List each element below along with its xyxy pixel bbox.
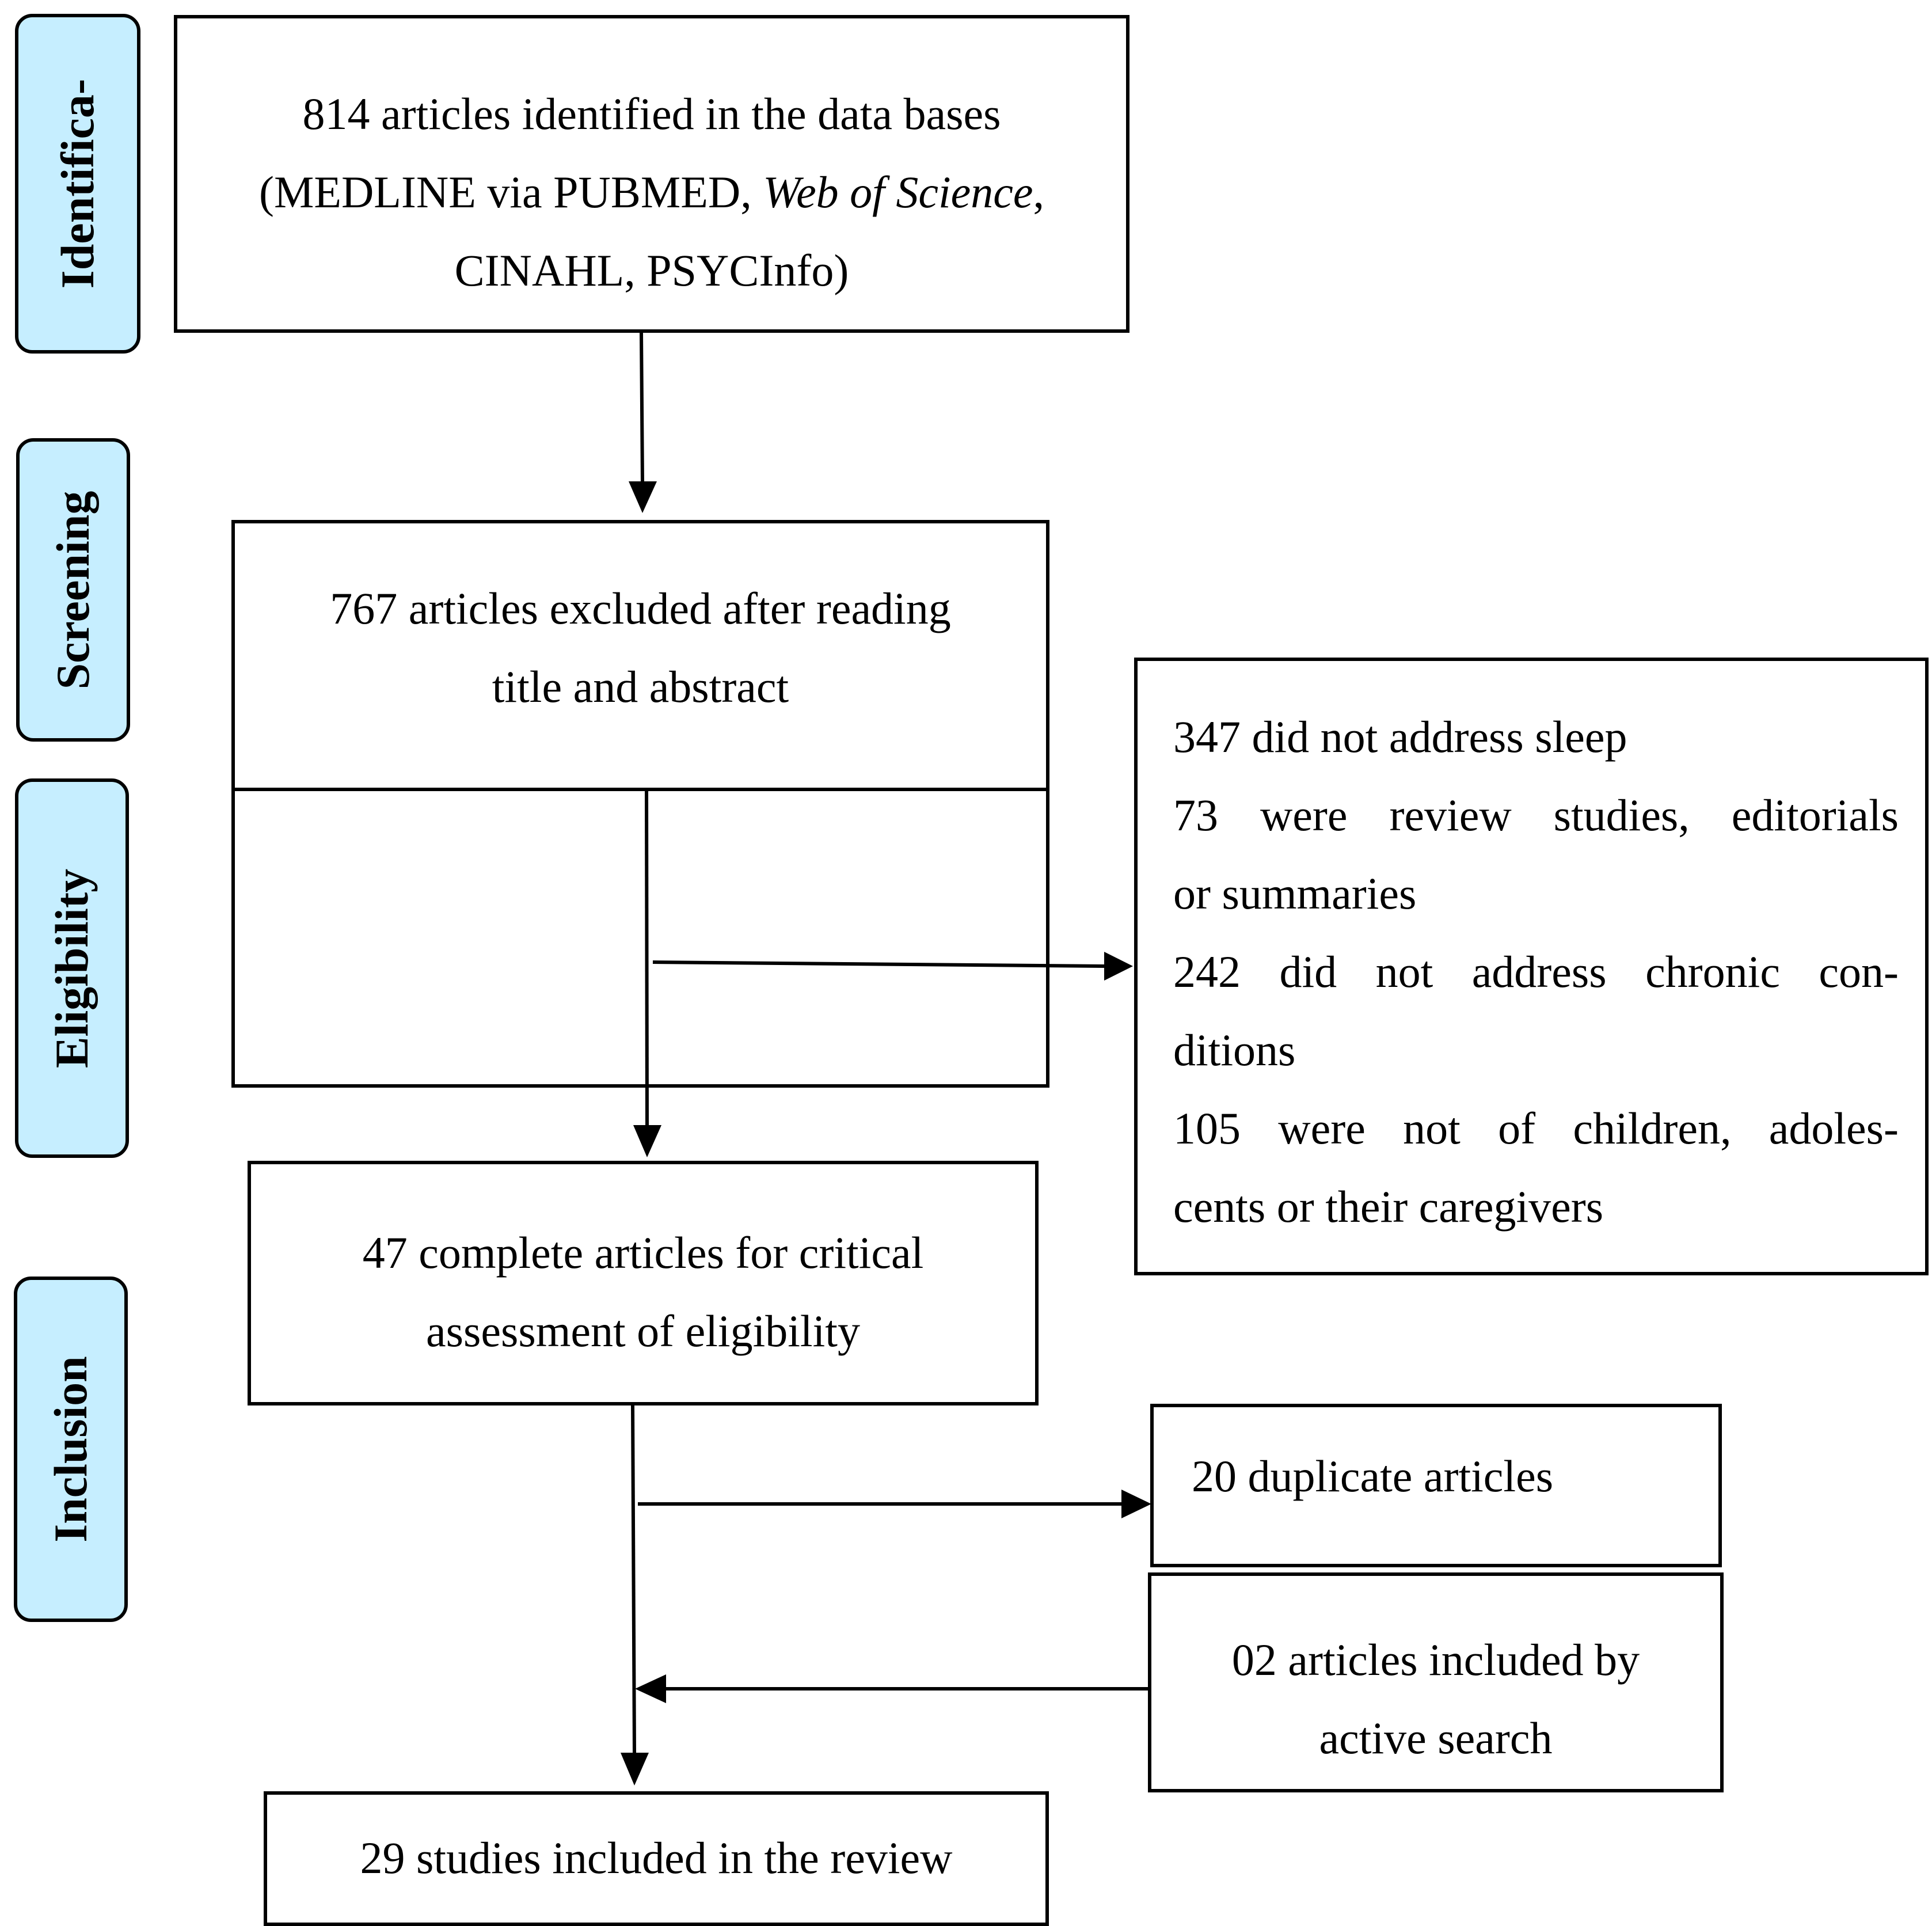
- reason-line-5: ditions: [1173, 1025, 1296, 1075]
- reason-line-7: cents or their caregivers: [1173, 1182, 1604, 1232]
- reason-line-3: or summaries: [1173, 868, 1417, 918]
- active-search-line-1: 02 articles included by: [1231, 1635, 1640, 1685]
- screening-line-1: 767 articles excluded after reading: [330, 583, 951, 633]
- phase-eligibility-label: Eligibility: [15, 778, 129, 1158]
- full-text-assessment-box: 47 complete articles for critical assess…: [248, 1161, 1039, 1405]
- arrow-screening-to-fulltext: [645, 784, 649, 1126]
- identified-line-2: (MEDLINE via PUBMED, Web of Science,: [177, 153, 1126, 231]
- arrowhead-screening: [629, 481, 657, 513]
- exclusion-reasons-box: 347 did not address sleep 73 were review…: [1134, 658, 1929, 1275]
- identified-line-3: CINAHL, PSYCInfo): [454, 245, 849, 295]
- arrowhead-included: [621, 1753, 649, 1786]
- identified-line-2c: ,: [1033, 167, 1045, 217]
- identified-line-2a: (MEDLINE via PUBMED,: [258, 167, 763, 217]
- included-studies-box: 29 studies included in the review: [264, 1791, 1049, 1926]
- full-text-line-2: assessment of eligibility: [426, 1306, 860, 1356]
- arrow-identified-to-screening: [640, 332, 644, 483]
- identified-line-2b: Web of Science: [763, 167, 1033, 217]
- reason-line-6: 105 were not of children, adoles-: [1173, 1103, 1899, 1153]
- phase-screening-label: Screening: [16, 438, 130, 742]
- identified-records-box: 814 articles identified in the data base…: [174, 15, 1129, 333]
- full-text-line-1: 47 complete articles for critical: [362, 1228, 924, 1278]
- phase-inclusion-label: Inclusion: [14, 1277, 128, 1622]
- arrow-to-exclusion-reasons: [652, 960, 1106, 968]
- reason-line-4: 242 did not address chronic con-: [1173, 947, 1899, 997]
- active-search-box: 02 articles included by active search: [1148, 1572, 1724, 1792]
- reason-line-1: 347 did not address sleep: [1173, 712, 1627, 762]
- phase-identification-label: Identifica-: [15, 14, 140, 354]
- arrowhead-active-search: [635, 1674, 666, 1703]
- title-abstract-exclusion-text: 767 articles excluded after reading titl…: [231, 520, 1049, 791]
- active-search-line-2: active search: [1319, 1713, 1553, 1763]
- arrowhead-fulltext: [633, 1125, 661, 1157]
- reason-line-2: 73 were review studies, editorials: [1173, 790, 1899, 840]
- arrowhead-duplicates: [1121, 1490, 1151, 1518]
- arrow-fulltext-to-included: [631, 1405, 636, 1754]
- arrowhead-exclusion-reasons: [1104, 952, 1133, 981]
- duplicates-line-1: 20 duplicate articles: [1192, 1451, 1554, 1501]
- included-line-1: 29 studies included in the review: [360, 1833, 953, 1883]
- identified-line-1: 814 articles identified in the data base…: [302, 89, 1001, 139]
- screening-line-2: title and abstract: [492, 662, 789, 712]
- duplicates-box: 20 duplicate articles: [1150, 1404, 1722, 1567]
